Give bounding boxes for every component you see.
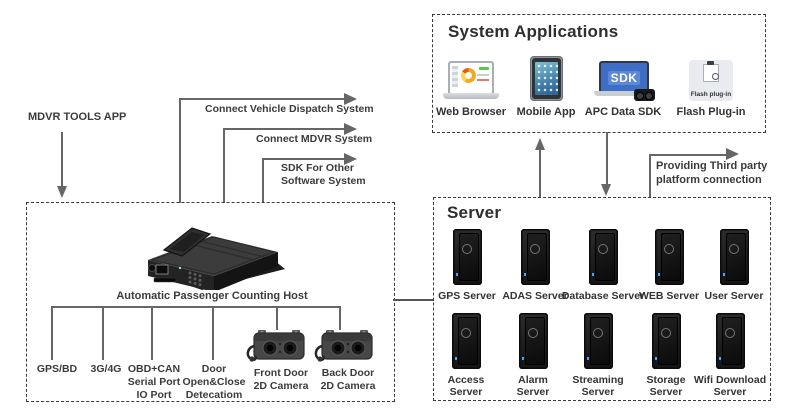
- sdk-other-arrow-hline: [262, 158, 345, 160]
- system-applications-title: System Applications: [448, 22, 619, 41]
- back-door-camera-image: [314, 330, 373, 362]
- peripheral-bus-line: [52, 306, 341, 308]
- server-tower-icon: [518, 313, 548, 369]
- mdvr-system-arrow-hline: [223, 128, 345, 130]
- server-item-adas: ADAS Server: [493, 229, 577, 302]
- apc-host-group-box: [26, 202, 395, 402]
- peripheral-obd-label: OBD+CAN Serial Port IO Port: [127, 363, 181, 401]
- drop-line-gpsbd: [51, 306, 53, 360]
- drop-line-3g4g: [102, 306, 104, 360]
- sdk-other-arrowhead: [344, 153, 357, 165]
- server-tower-icon: [451, 313, 481, 369]
- vehicle-dispatch-label: Connect Vehicle Dispatch System: [205, 103, 374, 115]
- third-party-arrow-hline: [649, 154, 727, 156]
- server-label: Database Server: [561, 290, 645, 302]
- apps-to-server-arrowhead: [601, 184, 611, 196]
- server-to-apps-arrowhead: [535, 138, 545, 150]
- mdvr-system-label: Connect MDVR System: [256, 133, 373, 145]
- drop-line-front-camera: [276, 306, 278, 330]
- server-label: ADAS Server: [502, 290, 568, 302]
- app-item-flash-plugin: Flash plug-in Flash Plug-in: [663, 54, 759, 118]
- sdk-other-label: SDK For Other Software System: [281, 162, 366, 187]
- app-item-apc-data-sdk: SDK APC Data SDK: [575, 54, 671, 118]
- third-party-arrow-vline: [649, 154, 651, 197]
- app-item-web-browser: Web Browser: [423, 54, 519, 118]
- tools-app-arrow-line: [61, 132, 63, 187]
- server-tower-icon: [452, 229, 482, 285]
- system-applications-box: [432, 14, 766, 133]
- server-tower-icon: [520, 229, 550, 285]
- mdvr-system-arrowhead: [344, 123, 357, 135]
- host-to-server-connector: [393, 299, 434, 301]
- server-tower-icon: [651, 313, 681, 369]
- peripheral-3g4g-label: 3G/4G: [90, 363, 122, 375]
- host-label: Automatic Passenger Counting Host: [116, 290, 308, 302]
- server-box: [433, 197, 771, 401]
- mdvr-system-arrow-vline: [223, 128, 225, 203]
- server-label: GPS Server: [438, 290, 496, 302]
- back-camera-label: Back Door 2D Camera: [320, 367, 376, 392]
- server-to-apps-arrow-line: [539, 148, 541, 197]
- server-title: Server: [447, 203, 502, 222]
- drop-line-back-camera: [339, 306, 341, 330]
- server-item-gps: GPS Server: [425, 229, 509, 302]
- server-tower-icon: [715, 313, 745, 369]
- front-camera-label: Front Door 2D Camera: [253, 367, 309, 392]
- server-item-web: WEB Server: [627, 229, 711, 302]
- app-label: Web Browser: [435, 106, 507, 118]
- server-label: WEB Server: [638, 290, 700, 302]
- app-item-mobile-app: Mobile App: [498, 54, 594, 118]
- server-item-database: Database Server: [561, 229, 645, 302]
- vehicle-dispatch-arrow-hline: [179, 98, 345, 100]
- third-party-label: Providing Third party platform connectio…: [656, 160, 768, 186]
- sdk-screen-text: SDK: [607, 71, 641, 85]
- server-label: User Server: [704, 290, 764, 302]
- peripheral-gpsbd-label: GPS/BD: [36, 363, 78, 375]
- app-label: Mobile App: [516, 106, 576, 118]
- drop-line-door: [212, 306, 214, 360]
- mdvr-host-device-image: [148, 227, 285, 290]
- vehicle-dispatch-arrow-vline: [179, 98, 181, 203]
- server-tower-icon: [654, 229, 684, 285]
- drop-line-obd: [151, 306, 153, 360]
- peripheral-door-label: Door Open&Close Detecatiom: [182, 363, 246, 401]
- third-party-arrowhead: [726, 148, 739, 160]
- sdk-other-arrow-vline: [262, 158, 264, 203]
- sdk-laptop-icon: SDK: [594, 54, 655, 101]
- flash-plugin-icon: Flash plug-in: [689, 54, 733, 101]
- tablet-icon: [529, 54, 563, 101]
- tools-app-arrowhead: [57, 186, 67, 198]
- front-door-camera-image: [246, 330, 305, 362]
- app-label: Flash Plug-in: [676, 106, 746, 118]
- app-label: APC Data SDK: [584, 106, 662, 118]
- apps-to-server-arrow-line: [606, 132, 608, 185]
- vehicle-dispatch-arrowhead: [344, 93, 357, 105]
- mdvr-tools-app-label: MDVR TOOLS APP: [28, 111, 127, 123]
- web-browser-icon: [443, 54, 499, 101]
- flash-tile-text: Flash plug-in: [690, 91, 732, 98]
- server-item-user: User Server: [692, 229, 776, 302]
- server-tower-icon: [719, 229, 749, 285]
- document-icon: [703, 61, 719, 82]
- mini-camera-icon: [634, 89, 655, 101]
- server-tower-icon: [588, 229, 618, 285]
- server-tower-icon: [583, 313, 613, 369]
